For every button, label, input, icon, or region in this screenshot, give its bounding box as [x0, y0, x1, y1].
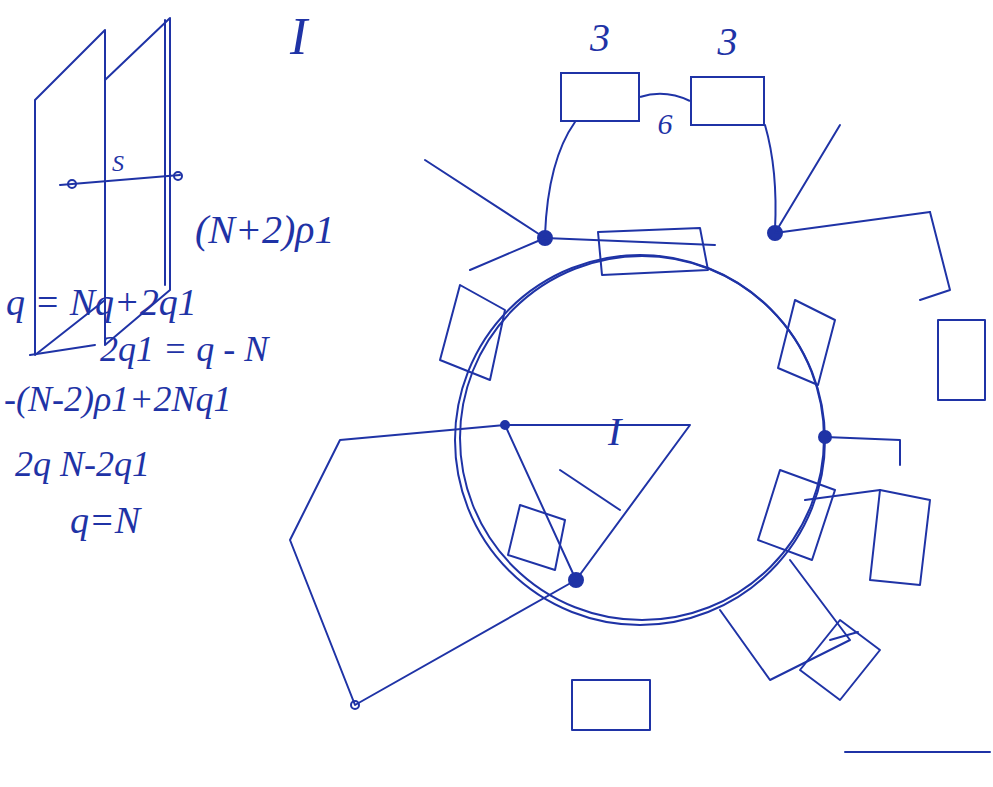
box-number: 3 [718, 20, 738, 64]
formula: 2q1 = q - N [100, 330, 268, 370]
sketch-box [938, 320, 985, 400]
arc [545, 122, 575, 235]
ray [425, 160, 545, 238]
ray [470, 238, 545, 270]
plane-edge [164, 20, 166, 285]
sketch-box [720, 560, 850, 680]
main-circle [460, 256, 824, 620]
point [174, 172, 182, 180]
edge-label: 6 [656, 107, 675, 140]
stroke [560, 470, 620, 510]
point [68, 180, 76, 188]
roman-numeral: I [608, 410, 621, 454]
point [351, 701, 359, 709]
main-circle [455, 255, 825, 625]
outer-path [290, 425, 576, 705]
triangle [505, 425, 690, 580]
formula: 2q N-2q1 [15, 445, 150, 485]
formula: (N+2)ρ1 [195, 208, 335, 252]
sketch-box [598, 228, 708, 275]
axis-line [60, 175, 180, 185]
wire [825, 437, 900, 465]
formula: q=N [70, 500, 140, 542]
box-number: 3 [590, 16, 610, 60]
sketch-box [572, 680, 650, 730]
sketch-box [870, 490, 930, 585]
wire [830, 632, 858, 640]
sketch-box [920, 212, 950, 300]
sketch-box [778, 300, 835, 385]
arc [765, 125, 776, 230]
sketch-box [440, 285, 505, 380]
rule [845, 751, 990, 753]
sketch-box [800, 620, 880, 700]
ray [775, 212, 930, 233]
formula: q = Nq+2q1 [6, 282, 197, 324]
roman-numeral: I [290, 8, 307, 65]
formula: -(N-2)ρ1+2Nq1 [4, 380, 232, 420]
plane-edge [30, 345, 95, 355]
ray [775, 125, 840, 233]
chord [545, 238, 715, 245]
sketch-box: 3 [690, 76, 765, 126]
connector [640, 94, 690, 101]
sketch-box: 3 [560, 72, 640, 122]
wire [805, 490, 880, 500]
point-label: S [112, 150, 124, 176]
sketch-box [758, 470, 835, 560]
